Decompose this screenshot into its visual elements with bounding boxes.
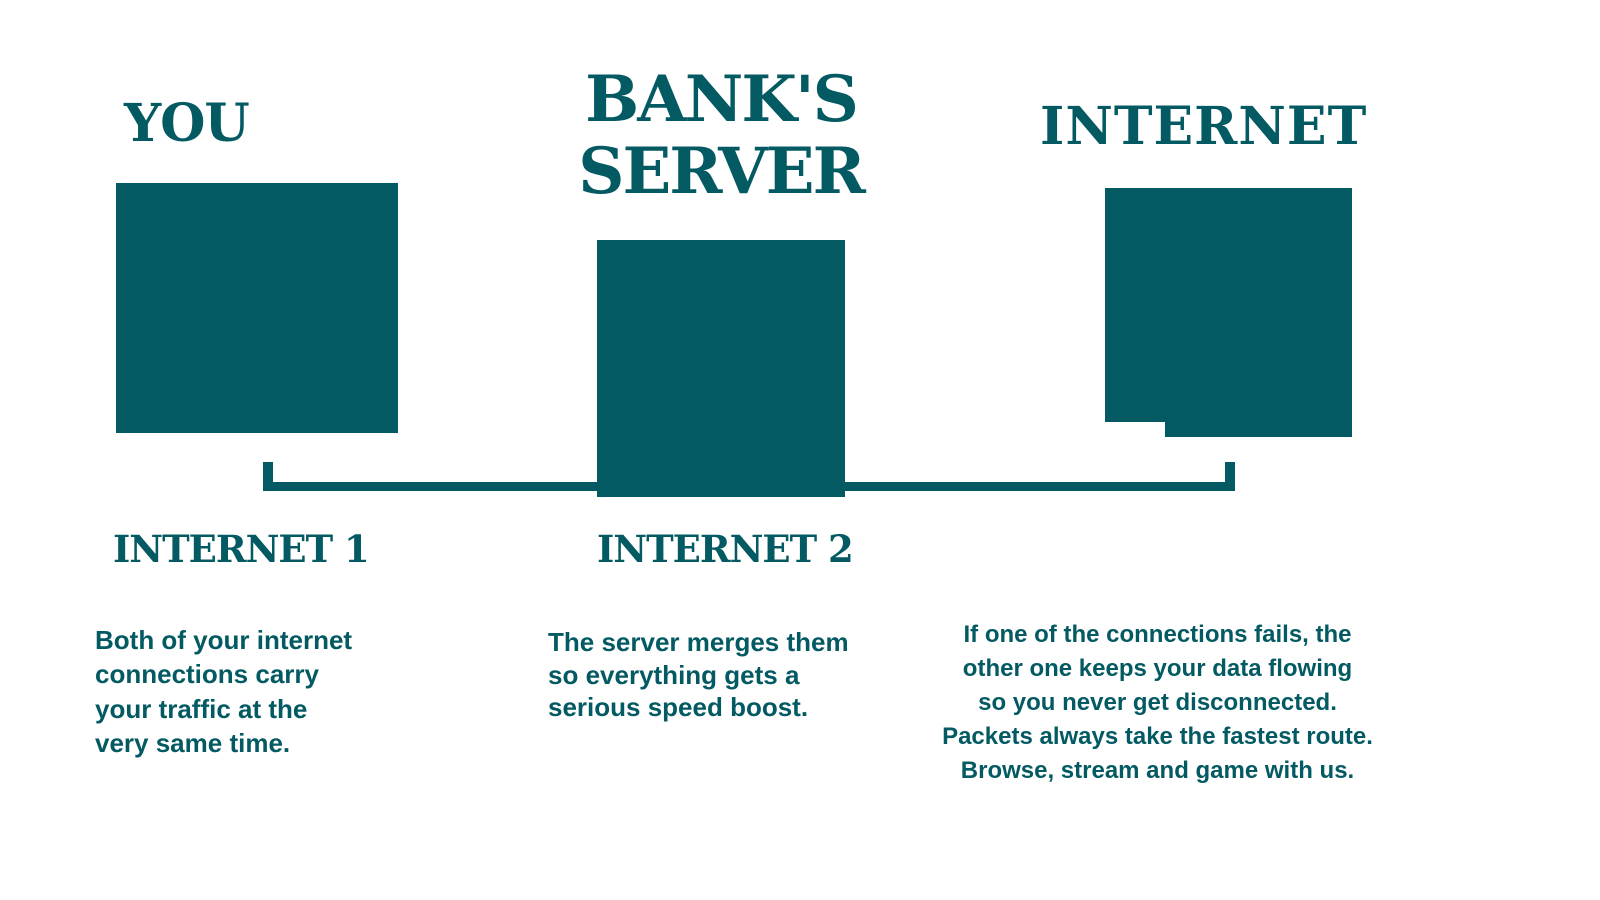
description-server: The server merges them so everything get…	[548, 627, 849, 722]
connection-label-internet-1: INTERNET 1	[113, 527, 370, 571]
node-box-you	[116, 183, 398, 433]
bracket-left-tick	[263, 462, 273, 491]
bracket-right-tick	[1225, 462, 1235, 491]
description-you: Both of your internet connections carry …	[95, 625, 353, 758]
node-label-internet: INTERNET	[1040, 96, 1368, 157]
node-label-you: YOU	[124, 93, 250, 154]
connection-label-internet-2: INTERNET 2	[597, 527, 854, 571]
description-internet: If one of the connections fails, the oth…	[942, 621, 1373, 785]
node-box-server	[597, 240, 845, 497]
node-box-internet	[1105, 188, 1352, 437]
node-box-internet-bottom-step	[1165, 422, 1352, 437]
node-label-server: BANK'S SERVER	[578, 62, 866, 209]
